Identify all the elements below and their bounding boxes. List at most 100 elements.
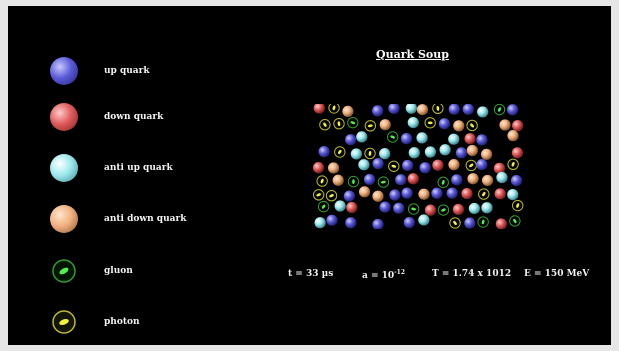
photon-particle <box>328 104 340 114</box>
photon-particle <box>507 158 519 170</box>
up-quark-particle <box>403 216 415 229</box>
gluon-particle <box>437 176 449 189</box>
up-quark-particle <box>379 201 391 213</box>
anti-up-quark-particle <box>481 202 493 214</box>
gluon-particle <box>407 203 420 215</box>
up-quark-particle <box>476 158 488 171</box>
anti-up-quark-particle <box>448 133 460 145</box>
up-quark-particle <box>363 173 376 186</box>
photon-particle <box>511 199 524 212</box>
anti-down-quark-particle <box>499 119 511 131</box>
anti-up-quark-particle <box>416 132 428 144</box>
up-quark-particle <box>372 105 384 117</box>
anti-down-quark-particle <box>342 105 354 118</box>
down-quark-particle <box>452 203 465 216</box>
legend-item-anti-down-quark: anti down quark <box>50 199 230 239</box>
up-quark-particle <box>372 158 384 170</box>
down-quark-particle <box>432 159 444 171</box>
time-readout: t = 33 µs <box>288 269 334 279</box>
photon-particle <box>325 190 338 202</box>
anti-down-quark-particle <box>327 162 340 174</box>
anti-down-quark-particle <box>332 174 344 186</box>
legend-item-anti-up-quark: anti up quark <box>50 148 230 188</box>
anti-up-quark-particle <box>350 148 362 160</box>
up-quark-particle <box>451 174 463 186</box>
legend-label-anti-up-quark: anti up quark <box>104 163 173 173</box>
anti-down-quark-sphere-icon <box>50 205 78 233</box>
gluon-ring-icon <box>52 259 76 283</box>
gluon-particle <box>386 131 399 143</box>
photon-particle <box>364 147 376 160</box>
energy-readout: E = 150 MeV <box>524 269 590 279</box>
down-quark-particle <box>512 120 524 132</box>
up-quark-particle <box>446 187 458 199</box>
photon-particle <box>465 159 477 172</box>
photon-particle <box>319 119 331 131</box>
gluon-particle <box>477 216 489 228</box>
down-quark-particle <box>511 147 524 159</box>
up-quark-particle <box>400 133 413 145</box>
up-quark-particle <box>510 174 523 187</box>
anti-up-quark-particle <box>507 188 519 201</box>
up-quark-particle <box>476 134 488 146</box>
up-quark-particle <box>395 174 407 186</box>
anti-up-quark-particle <box>468 202 480 215</box>
up-quark-particle <box>326 214 338 226</box>
down-quark-particle <box>461 187 473 200</box>
gluon-particle <box>509 215 521 227</box>
down-quark-particle <box>495 218 507 229</box>
legend-label-photon: photon <box>104 317 140 327</box>
photon-particle <box>333 117 345 130</box>
anti-down-quark-particle <box>372 190 384 202</box>
anti-down-quark-particle <box>466 144 478 157</box>
anti-up-quark-particle <box>314 217 326 229</box>
up-quark-particle <box>345 217 357 229</box>
quark-soup-simulation <box>313 104 528 229</box>
up-quark-particle <box>431 187 443 199</box>
up-quark-particle <box>419 162 431 174</box>
anti-up-quark-particle <box>407 116 419 129</box>
up-quark-particle <box>345 134 357 146</box>
up-quark-particle <box>372 218 384 229</box>
photon-particle <box>388 160 400 172</box>
up-quark-particle <box>401 187 413 199</box>
photon-particle <box>316 175 328 187</box>
anti-up-quark-particle <box>408 147 420 159</box>
gluon-particle <box>347 175 360 188</box>
photon-particle <box>432 104 444 115</box>
photon-particle <box>466 119 478 132</box>
gluon-particle <box>347 116 359 129</box>
anti-up-quark-particle <box>358 159 370 171</box>
anti-up-quark-particle <box>379 148 391 160</box>
down-quark-particle <box>493 162 506 174</box>
scale-factor-readout: a = 10-12 <box>362 269 406 281</box>
anti-up-quark-particle <box>496 171 508 184</box>
down-quark-particle <box>424 204 437 216</box>
up-quark-particle <box>389 189 401 201</box>
up-quark-particle <box>318 146 330 158</box>
legend-item-gluon: gluon <box>50 251 230 291</box>
anti-down-quark-particle <box>448 159 460 171</box>
up-quark-particle <box>343 190 355 202</box>
anti-up-quark-particle <box>334 200 346 212</box>
anti-down-quark-particle <box>467 173 479 185</box>
anti-down-quark-particle <box>379 119 391 131</box>
down-quark-particle <box>313 162 325 174</box>
anti-up-quark-particle <box>439 144 451 156</box>
anti-up-quark-sphere-icon <box>50 154 78 182</box>
legend-label-anti-down-quark: anti down quark <box>104 214 187 224</box>
anti-down-quark-particle <box>358 186 371 198</box>
photon-particle <box>334 146 346 158</box>
simulation-stats: t = 33 µs a = 10-12 T = 1.74 x 1012 E = … <box>288 269 590 285</box>
down-quark-particle <box>494 188 506 200</box>
photon-particle <box>478 188 490 200</box>
photon-particle <box>449 217 461 229</box>
anti-down-quark-particle <box>481 174 494 187</box>
down-quark-particle <box>313 104 325 114</box>
photon-particle <box>313 189 325 201</box>
down-quark-particle <box>346 201 358 214</box>
up-quark-particle <box>448 104 460 115</box>
anti-up-quark-particle <box>424 146 437 158</box>
legend-label-down-quark: down quark <box>104 112 164 122</box>
legend-item-photon: photon <box>50 302 230 342</box>
